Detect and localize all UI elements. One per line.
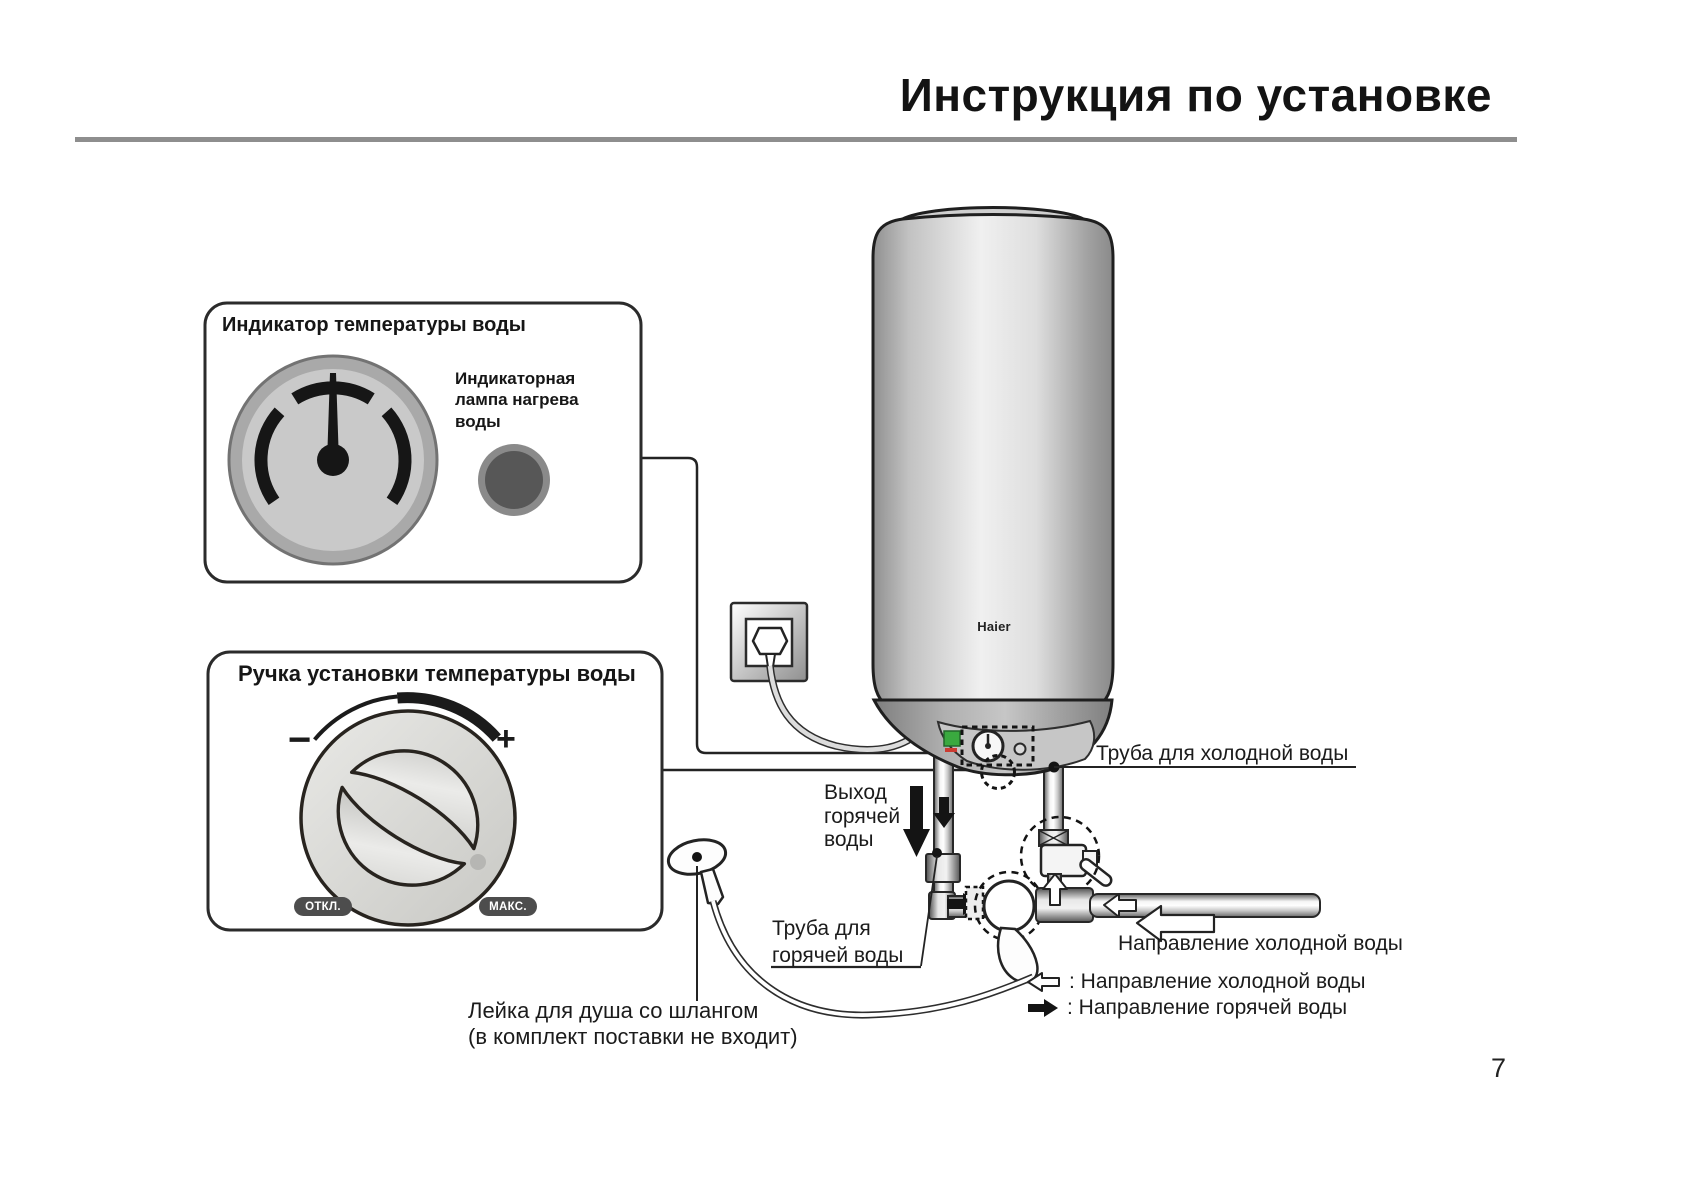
cold-flow-left-arrow-icon (1103, 893, 1137, 918)
cold-pipe-label: Труба для холодной воды (1096, 742, 1349, 765)
title-rule (75, 137, 1517, 142)
legend-cold-text: : Направление холодной воды (1069, 970, 1366, 993)
tank-bottom (871, 698, 1114, 790)
heating-lamp-label: Индикаторная лампа нагрева воды (455, 369, 579, 431)
page-title: Инструкция по установке (899, 69, 1492, 121)
panel-lamp-circle (1013, 742, 1027, 756)
water-heater-tank (871, 206, 1115, 707)
knob-minus-label: − (288, 718, 312, 762)
shower-head-label: Лейка для душа со шлангом (в комплект по… (468, 998, 798, 1050)
power-plug (751, 626, 789, 656)
legend-cold-arrow-icon (1027, 972, 1060, 992)
panel-highlight-dotted-rect (960, 725, 1035, 767)
gauge-needle (327, 373, 339, 463)
hot-outlet-big-down-arrow-icon (903, 786, 930, 857)
knob-box-heading: Ручка установки температуры воды (238, 661, 636, 686)
cold-pipe-leader (1048, 761, 1356, 773)
heating-lamp-green (943, 730, 961, 747)
panel-knob-dotted-circle (980, 754, 1016, 790)
power-cord (766, 665, 925, 754)
cold-flow-up-arrow-icon (1042, 873, 1068, 906)
cold-inlet-pipe (1035, 873, 1321, 923)
hot-water-outlet-label: Выход горячей воды (824, 781, 901, 852)
knob-index-dot (470, 854, 486, 870)
knob-off-badge: ОТКЛ. (294, 897, 352, 916)
knob-max-badge: МАКС. (479, 897, 537, 916)
heater-brand-logo: Haier (977, 619, 1011, 634)
shower-head (666, 838, 728, 906)
knob-range-arc (313, 694, 398, 741)
mixer-tap (964, 870, 1045, 984)
indicator-box-heading: Индикатор температуры воды (222, 314, 526, 336)
hot-pipe-dot (932, 848, 942, 858)
temperature-knob (299, 692, 517, 927)
legend-cold-row: : Направление холодной воды (1026, 970, 1365, 994)
knob-plus-label: + (496, 720, 516, 758)
indicator-leader-line (641, 456, 962, 755)
hot-pipe-down-arrow-icon (933, 797, 955, 828)
heating-indicator-lamp (478, 444, 550, 516)
legend-hot-text: : Направление горячей воды (1067, 996, 1348, 1019)
legend-hot-row: : Направление горячей воды (1026, 996, 1347, 1020)
hot-pipe-label: Труба для горячей воды (772, 917, 904, 968)
temperature-gauge (227, 354, 439, 566)
hot-pipe-leader (771, 855, 938, 969)
shower-hose (709, 900, 1035, 1019)
legend-hot-arrow-icon (1028, 999, 1058, 1017)
panel-temperature-dial (971, 729, 1005, 763)
cold-direction-label: Направление холодной воды (1118, 932, 1403, 955)
page-number: 7 (1491, 1053, 1507, 1083)
hot-flow-right-arrow-icon (947, 893, 980, 915)
cold-direction-big-arrow-icon (1135, 904, 1216, 943)
valve-dotted-circle (1019, 815, 1101, 897)
